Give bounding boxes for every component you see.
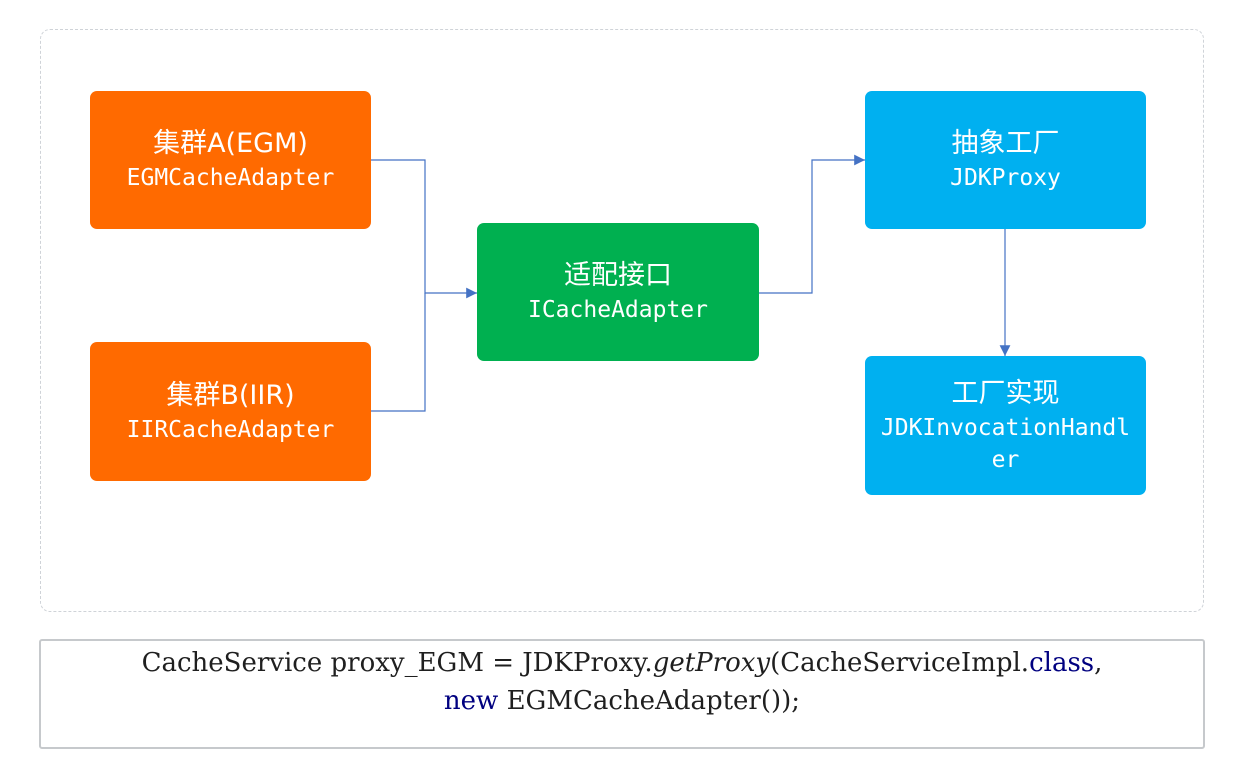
node-cluster-b-subtitle: IIRCacheAdapter [126, 416, 335, 443]
code-text-4: EGMCacheAdapter()); [498, 686, 801, 716]
node-cluster-a-title: 集群A(EGM) [153, 128, 308, 159]
diagram-frame [40, 29, 1204, 612]
node-adapter: 适配接口 ICacheAdapter [477, 223, 759, 361]
node-impl: 工厂实现 JDKInvocationHandler [865, 356, 1146, 495]
node-adapter-title: 适配接口 [564, 260, 672, 291]
node-factory: 抽象工厂 JDKProxy [865, 91, 1146, 229]
connector-cluster-a-to-adapter [371, 159, 477, 299]
node-cluster-b: 集群B(IIR) IIRCacheAdapter [90, 342, 371, 481]
connector-adapter-to-factory [759, 154, 865, 294]
node-impl-subtitle: JDKInvocationHandler [880, 414, 1131, 473]
node-factory-subtitle: JDKProxy [950, 165, 1061, 191]
node-cluster-a: 集群A(EGM) EGMCacheAdapter [90, 91, 371, 229]
code-keyword-class: class [1029, 648, 1095, 678]
code-snippet: CacheService proxy_EGM = JDKProxy.getPro… [39, 639, 1205, 749]
node-factory-title: 抽象工厂 [951, 128, 1060, 159]
node-impl-title: 工厂实现 [951, 377, 1060, 409]
node-adapter-subtitle: ICacheAdapter [527, 297, 708, 323]
connector-cluster-b-to-adapter [371, 293, 426, 412]
code-keyword-new: new [443, 686, 499, 716]
node-cluster-a-subtitle: EGMCacheAdapter [126, 165, 335, 191]
code-method: getProxy [652, 648, 771, 678]
code-text-3: , [1094, 648, 1103, 678]
code-text-1: CacheService proxy_EGM = JDKProxy. [141, 648, 653, 678]
code-text-2: (CacheServiceImpl. [770, 648, 1030, 678]
node-cluster-b-title: 集群B(IIR) [166, 379, 295, 411]
